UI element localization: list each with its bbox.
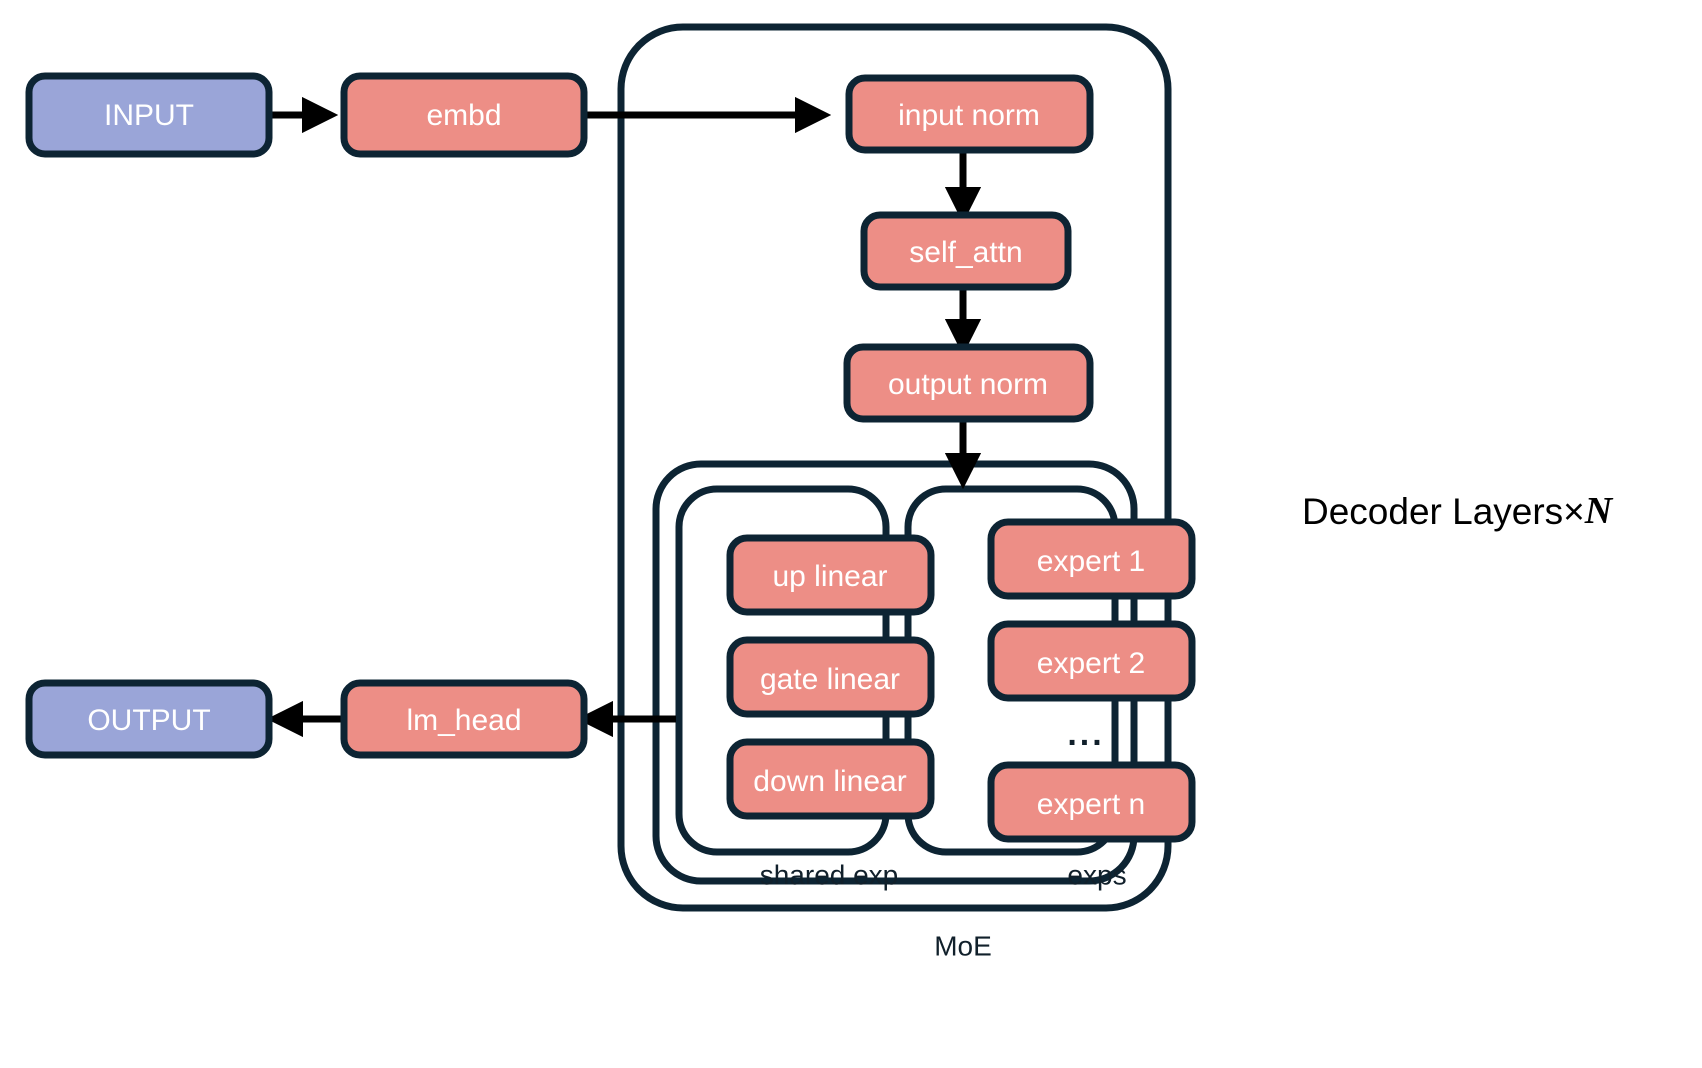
node-self-attn-rect[interactable] bbox=[860, 211, 1072, 291]
node-expert-n-rect[interactable] bbox=[987, 761, 1196, 843]
exps-caption: exps bbox=[1067, 859, 1126, 890]
node-expert-1[interactable]: expert 1 bbox=[987, 518, 1196, 600]
node-up-linear-label: up linear bbox=[772, 560, 887, 593]
experts-ellipsis: ... bbox=[1067, 715, 1104, 753]
node-expert-1-label: expert 1 bbox=[1037, 545, 1145, 578]
moe-caption-backdrop bbox=[918, 930, 1008, 964]
node-expert-2[interactable]: expert 2 bbox=[987, 620, 1196, 702]
node-input-norm[interactable]: input norm bbox=[845, 74, 1094, 154]
node-input-rect[interactable] bbox=[25, 72, 273, 158]
node-down-linear[interactable]: down linear bbox=[726, 738, 935, 820]
shared-exp-caption: shared exp bbox=[760, 859, 899, 890]
node-input-label: INPUT bbox=[104, 99, 194, 132]
node-expert-1-rect[interactable] bbox=[987, 518, 1196, 600]
node-output-norm-label: output norm bbox=[888, 368, 1048, 401]
node-embd-rect[interactable] bbox=[340, 72, 588, 158]
decoder-layers-caption-var: N bbox=[1584, 490, 1614, 532]
node-expert-n-label: expert n bbox=[1037, 788, 1145, 821]
node-output-norm[interactable]: output norm bbox=[843, 343, 1094, 423]
node-output-norm-rect[interactable] bbox=[843, 343, 1094, 423]
decoder-layers-caption: Decoder Layers×N bbox=[1302, 490, 1614, 532]
node-expert-n[interactable]: expert n bbox=[987, 761, 1196, 843]
node-lm-head-label: lm_head bbox=[406, 704, 521, 737]
node-gate-linear-rect[interactable] bbox=[726, 636, 935, 718]
moe-caption: MoE bbox=[934, 930, 992, 961]
node-down-linear-rect[interactable] bbox=[726, 738, 935, 820]
node-up-linear-rect[interactable] bbox=[726, 534, 935, 616]
node-embd[interactable]: embd bbox=[340, 72, 588, 158]
node-expert-2-label: expert 2 bbox=[1037, 647, 1145, 680]
node-expert-2-rect[interactable] bbox=[987, 620, 1196, 702]
node-gate-linear[interactable]: gate linear bbox=[726, 636, 935, 718]
node-self-attn[interactable]: self_attn bbox=[860, 211, 1072, 291]
node-output-rect[interactable] bbox=[25, 679, 273, 759]
node-input[interactable]: INPUT bbox=[25, 72, 273, 158]
decoder-layers-caption-text: Decoder Layers× bbox=[1302, 491, 1585, 532]
node-output[interactable]: OUTPUT bbox=[25, 679, 273, 759]
node-self-attn-label: self_attn bbox=[909, 236, 1022, 269]
node-output-label: OUTPUT bbox=[87, 704, 210, 737]
node-input-norm-label: input norm bbox=[898, 99, 1040, 132]
node-input-norm-rect[interactable] bbox=[845, 74, 1094, 154]
node-lm-head[interactable]: lm_head bbox=[340, 679, 588, 759]
node-down-linear-label: down linear bbox=[753, 765, 906, 798]
node-lm-head-rect[interactable] bbox=[340, 679, 588, 759]
decoder-layers-container bbox=[617, 23, 1172, 912]
node-embd-label: embd bbox=[426, 99, 501, 132]
node-gate-linear-label: gate linear bbox=[760, 663, 900, 696]
node-up-linear[interactable]: up linear bbox=[726, 534, 935, 616]
